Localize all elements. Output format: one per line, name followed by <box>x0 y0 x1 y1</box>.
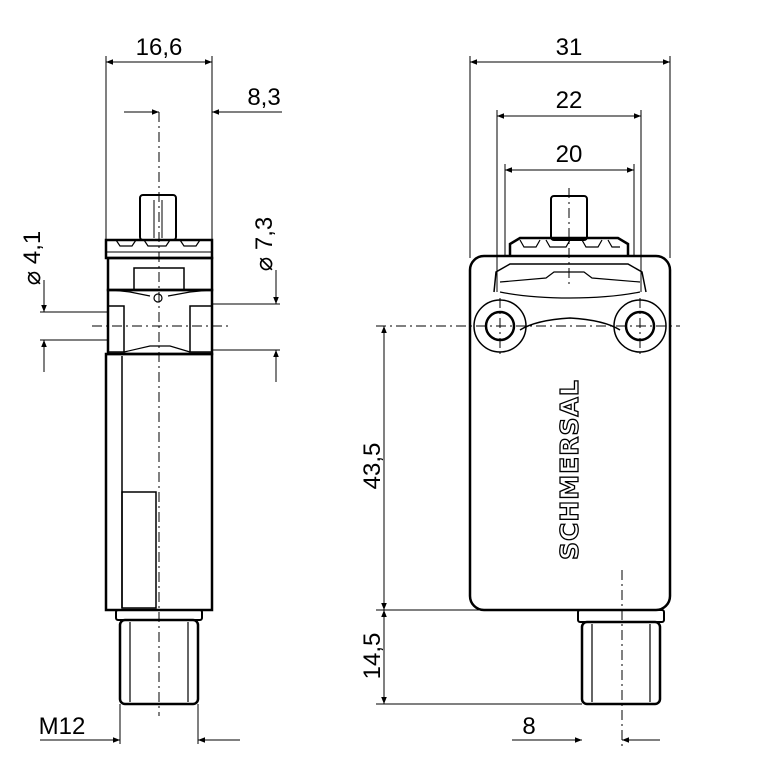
dim-dia-small-label: ⌀ 4,1 <box>19 231 46 285</box>
front-dimensions <box>376 56 671 743</box>
dim-width-front-label: 31 <box>556 34 583 61</box>
side-dimensions <box>40 56 282 744</box>
dim-width-mid-label: 22 <box>556 87 583 114</box>
side-label-panel <box>121 491 157 609</box>
dim-connector-offset-label: 8 <box>522 713 535 740</box>
dim-width-side-label: 16,6 <box>136 34 183 61</box>
dim-half-width-label: 8,3 <box>247 84 280 111</box>
dim-width-head-label: 20 <box>556 141 583 168</box>
front-head-plate <box>493 263 647 293</box>
front-connector <box>580 620 662 706</box>
side-plunger <box>139 194 177 241</box>
dim-height-connector-label: 14,5 <box>359 633 386 680</box>
front-centerlines <box>376 188 680 748</box>
brand-logo-text: SCHMERSAL <box>555 379 584 560</box>
side-pin-circle <box>153 293 163 303</box>
dim-thread-label: M12 <box>39 713 86 740</box>
dim-dia-large-label: ⌀ 7,3 <box>251 217 278 271</box>
side-centerlines <box>92 112 228 716</box>
dim-height-body-label: 43,5 <box>359 443 386 490</box>
side-mid-section <box>106 256 214 292</box>
